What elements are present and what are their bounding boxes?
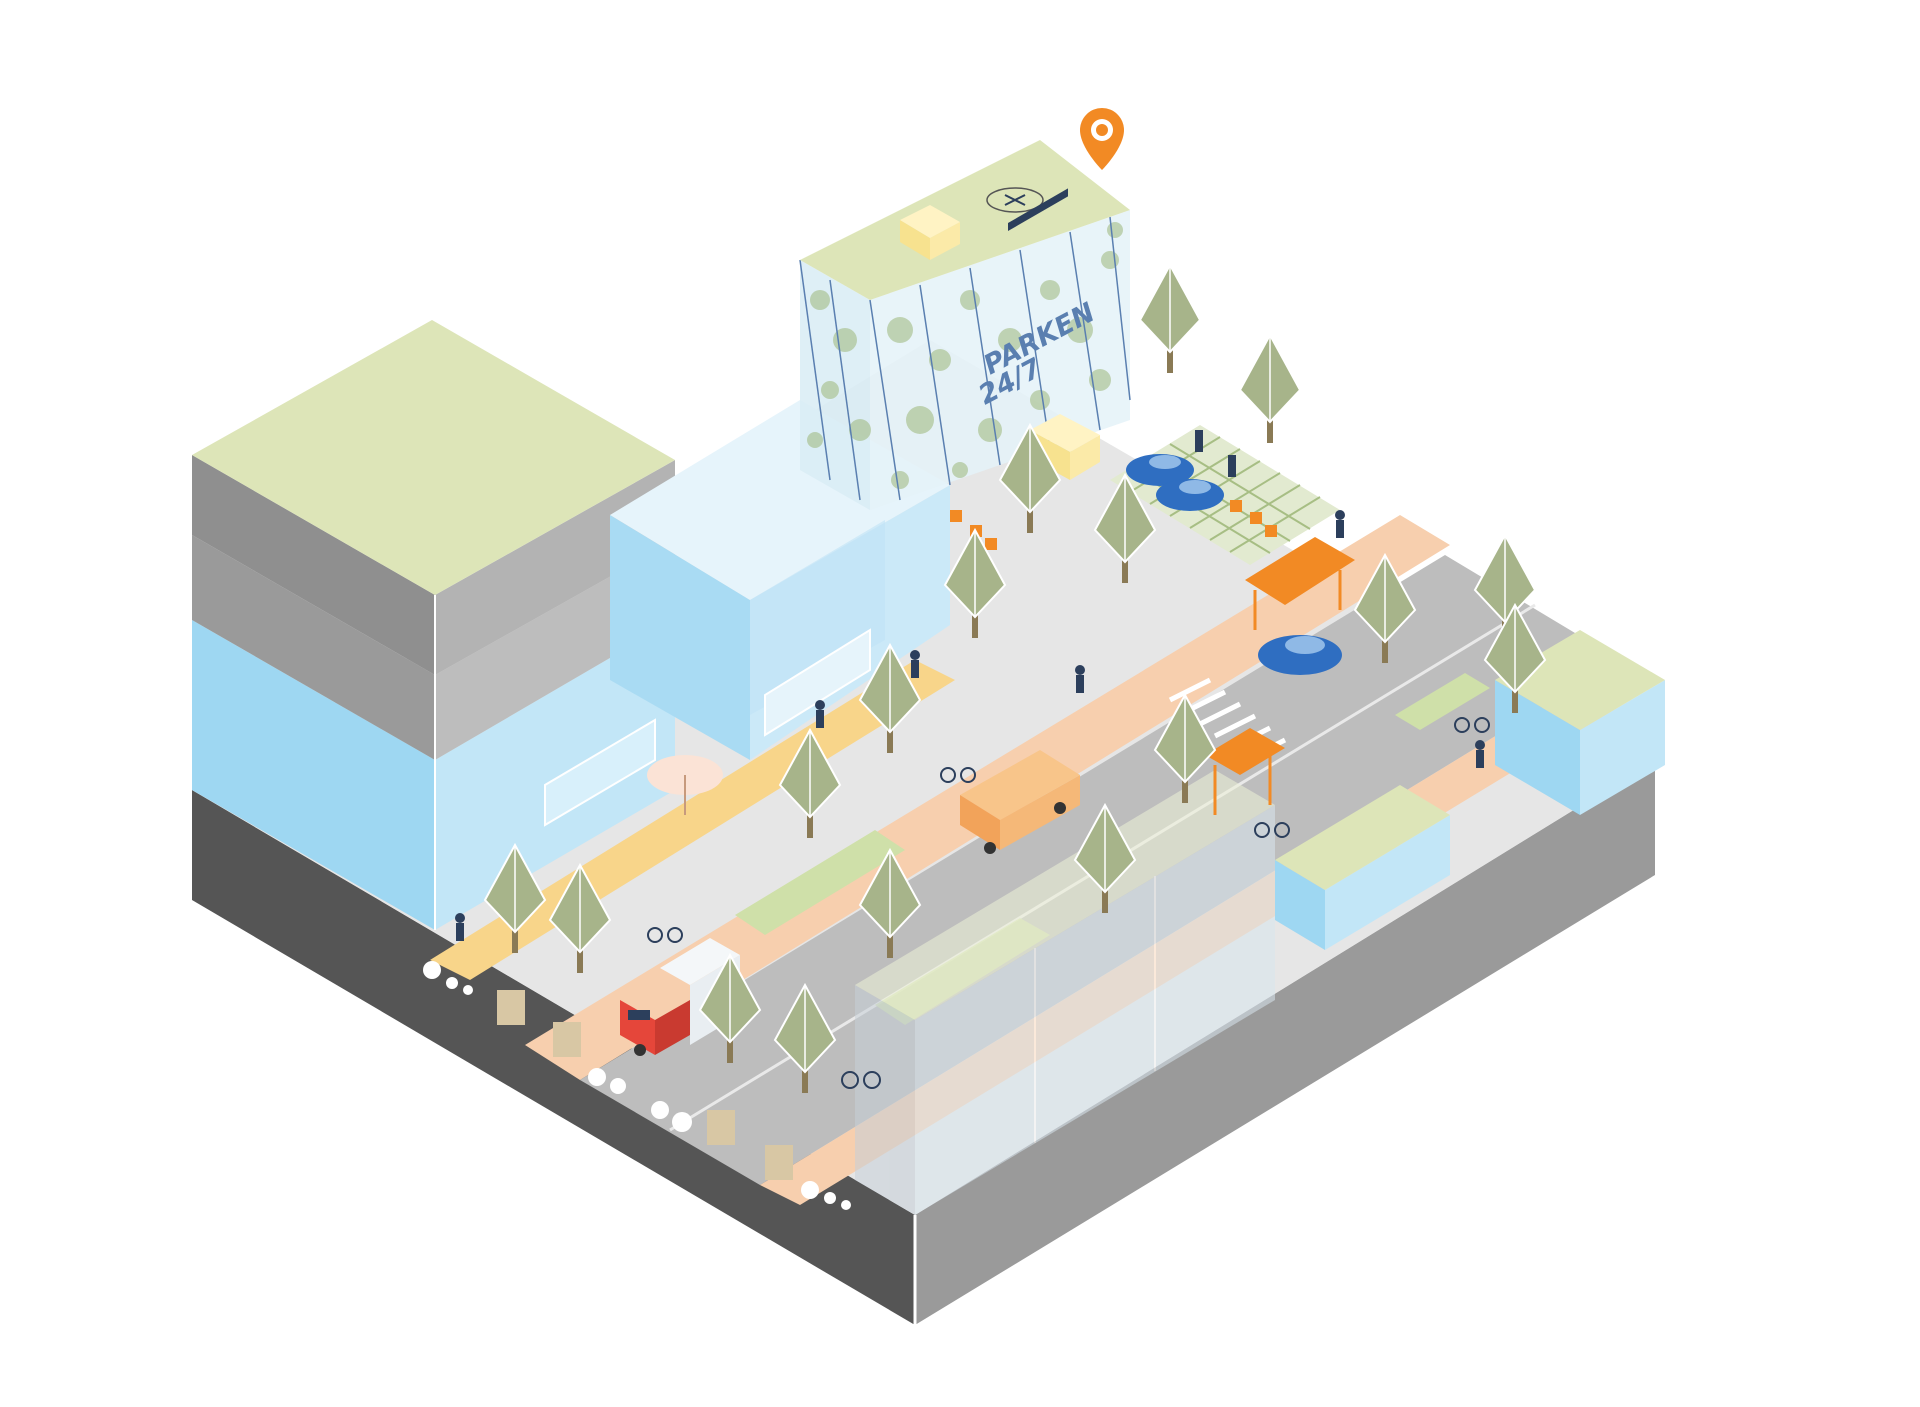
- car-road: [1258, 635, 1342, 675]
- charging-post: [1228, 455, 1236, 477]
- car-parking-1: [1126, 454, 1194, 486]
- bicycle-icon: [647, 927, 683, 943]
- bicycle-icon: [841, 1071, 881, 1089]
- tree-icon: [548, 862, 612, 973]
- soil-section: [707, 1110, 735, 1145]
- bicycle-icon: [940, 767, 976, 783]
- location-pin-icon: [1080, 108, 1124, 170]
- tree-icon: [1353, 552, 1417, 663]
- middle-shed: [610, 400, 950, 760]
- trees: [483, 262, 1547, 1093]
- bus-shelter-near: [1205, 728, 1285, 815]
- tree-icon: [1093, 472, 1157, 583]
- pipe-cluster-2: [588, 1068, 626, 1094]
- drone-icon: [986, 187, 1044, 213]
- left-building: [192, 320, 675, 930]
- tree-icon: [1138, 262, 1202, 373]
- green-roof-left: [192, 320, 675, 595]
- utility-icons: [423, 961, 851, 1210]
- bus: [960, 188, 1080, 854]
- green-strip-1: [735, 830, 905, 935]
- tree-icon: [483, 842, 547, 953]
- soil-section: [765, 1145, 793, 1180]
- tree-icon: [858, 642, 922, 753]
- right-building-front: [1275, 785, 1450, 950]
- bicycle-icon: [1254, 822, 1290, 838]
- soil-section: [497, 990, 525, 1025]
- tree-icon: [858, 847, 922, 958]
- tree-icon: [1073, 802, 1137, 913]
- bicycle-icon: [1454, 717, 1490, 733]
- charging-post: [1195, 430, 1203, 452]
- base-right-face: [915, 760, 1655, 1325]
- pipe-cluster-4: [801, 1181, 851, 1210]
- bus-shelter-far: [1245, 537, 1355, 630]
- delivery-boxes: [950, 500, 1277, 550]
- tower-roof: [800, 140, 1130, 300]
- tree-icon: [1238, 332, 1302, 443]
- tree-icon: [773, 982, 837, 1093]
- tree-icon: [998, 422, 1062, 533]
- ghost-building: [855, 770, 1275, 1215]
- tree-icon: [1483, 602, 1547, 713]
- tree-icon: [778, 727, 842, 838]
- cyclists: [647, 717, 1490, 1089]
- cafe-umbrella: [647, 755, 723, 815]
- green-strip-3: [1395, 673, 1490, 730]
- soil-section: [553, 1022, 581, 1057]
- pedestrians: [455, 510, 1485, 941]
- tree-icon: [943, 527, 1007, 638]
- pipe-cluster-3: [651, 1101, 692, 1132]
- tree-icon: [1153, 692, 1217, 803]
- parking-tower: PARKEN 24/7: [799, 140, 1131, 510]
- car-parking-2: [1156, 479, 1224, 511]
- tree-icon: [698, 952, 762, 1063]
- pipe-cluster-1: [423, 961, 473, 995]
